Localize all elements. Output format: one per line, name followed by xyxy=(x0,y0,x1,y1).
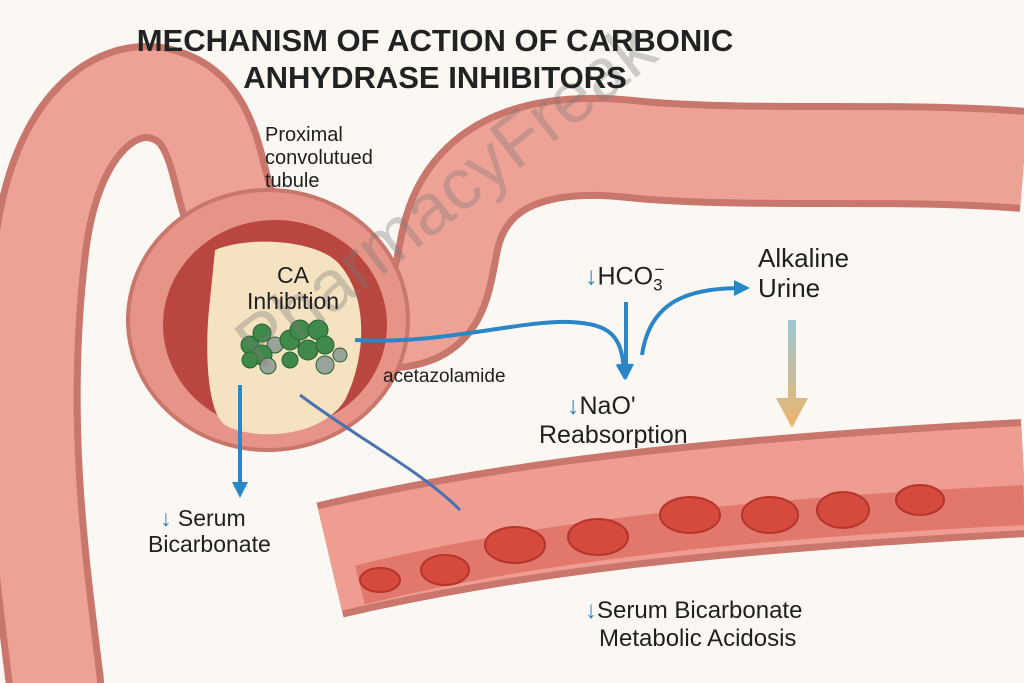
urine-down-arrow xyxy=(776,320,808,428)
flow-arrows xyxy=(232,280,750,512)
drug-label: acetazolamide xyxy=(383,366,506,387)
na-reabsorption-label: ↓NaO' Reabsorption xyxy=(539,392,688,449)
hco3-label: ↓HCO3− xyxy=(585,260,665,295)
proximal-tubule xyxy=(0,43,1024,683)
acetazolamide-molecules xyxy=(240,319,348,375)
serum-bicarbonate-label: ↓ Serum Bicarbonate xyxy=(148,505,271,558)
blood-vessel xyxy=(316,419,1024,618)
red-blood-cells xyxy=(359,484,945,593)
page-title: MECHANISM OF ACTION OF CARBONIC ANHYDRAS… xyxy=(136,23,734,96)
metabolic-acidosis-label: ↓Serum Bicarbonate Metabolic Acidosis xyxy=(585,597,803,652)
